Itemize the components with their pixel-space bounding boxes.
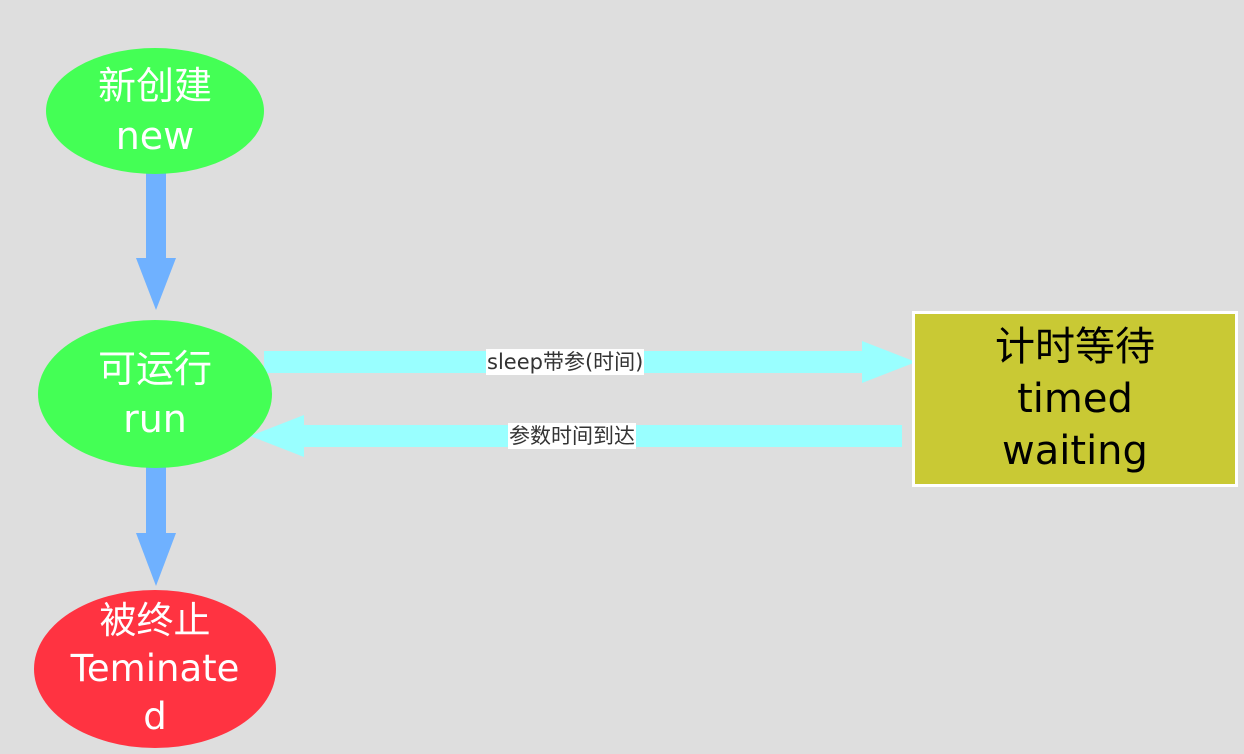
edge-label-sleep: sleep带参(时间) [486, 349, 645, 375]
node-new-label-en: new [115, 114, 195, 158]
node-timed-waiting: 计时等待 timed waiting [912, 311, 1238, 487]
node-runnable-label-cn: 可运行 [97, 347, 212, 391]
node-terminated: 被终止 Teminate d [34, 590, 276, 748]
node-timed-label-en-1: timed [1017, 376, 1133, 422]
node-terminated-label-en-1: Teminate [70, 647, 240, 690]
node-runnable: 可运行 run [38, 320, 272, 468]
node-new: 新创建 new [46, 48, 264, 174]
node-terminated-label-en-2: d [143, 695, 167, 738]
edge-runnable-to-terminated [136, 466, 176, 586]
node-runnable-label-en: run [123, 397, 187, 441]
node-terminated-label-cn: 被终止 [99, 599, 211, 642]
edge-label-time-reached: 参数时间到达 [508, 423, 636, 449]
node-timed-label-cn: 计时等待 [995, 324, 1155, 370]
node-new-label-cn: 新创建 [97, 64, 212, 108]
edge-new-to-runnable [136, 172, 176, 310]
node-timed-label-en-2: waiting [1002, 428, 1148, 474]
